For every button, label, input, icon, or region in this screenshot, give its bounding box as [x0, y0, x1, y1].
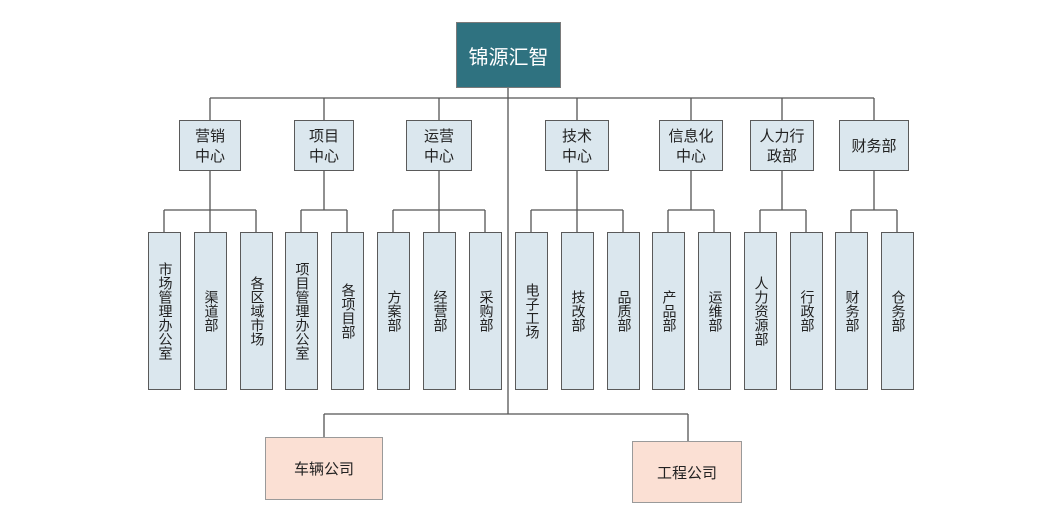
dept-label: 技改部	[569, 290, 586, 332]
dept-tech-improvement: 技改部	[561, 232, 594, 390]
center-marketing: 营销 中心	[179, 120, 241, 171]
dept-product: 产品部	[652, 232, 685, 390]
center-label: 运营 中心	[423, 126, 454, 165]
root-node: 锦源汇智	[456, 22, 561, 88]
center-label: 项目 中心	[308, 126, 339, 165]
center-label: 营销 中心	[194, 126, 225, 165]
dept-label: 财务部	[843, 290, 860, 332]
dept-label: 品质部	[615, 290, 632, 332]
center-label: 信息化 中心	[668, 126, 714, 165]
root-label: 锦源汇智	[468, 44, 549, 69]
dept-regional-markets: 各区域市场	[240, 232, 273, 390]
dept-channel: 渠道部	[194, 232, 227, 390]
dept-business: 经营部	[423, 232, 456, 390]
dept-label: 仓务部	[889, 290, 906, 332]
dept-administration: 行政部	[790, 232, 823, 390]
center-project: 项目 中心	[294, 120, 354, 171]
dept-label: 产品部	[660, 290, 677, 332]
dept-label: 各区域市场	[248, 276, 265, 346]
center-operations: 运营 中心	[406, 120, 472, 171]
company-vehicle: 车辆公司	[265, 437, 383, 500]
dept-electronics-factory: 电子工场	[515, 232, 548, 390]
dept-label: 方案部	[385, 290, 402, 332]
dept-purchasing: 采购部	[469, 232, 502, 390]
center-information: 信息化 中心	[659, 120, 723, 171]
dept-label: 采购部	[477, 290, 494, 332]
dept-project-office: 项目管理办公室	[285, 232, 318, 390]
center-label: 技术 中心	[561, 126, 592, 165]
dept-operations-maintenance: 运维部	[698, 232, 731, 390]
dept-label: 渠道部	[202, 290, 219, 332]
dept-label: 各项目部	[339, 283, 356, 339]
dept-label: 经营部	[431, 290, 448, 332]
dept-label: 人力资源部	[752, 276, 769, 346]
company-engineering: 工程公司	[632, 441, 742, 503]
dept-label: 运维部	[706, 290, 723, 332]
dept-human-resources: 人力资源部	[744, 232, 777, 390]
dept-planning: 方案部	[377, 232, 410, 390]
company-label: 车辆公司	[293, 460, 354, 478]
dept-label: 电子工场	[523, 283, 540, 339]
center-technology: 技术 中心	[545, 120, 609, 171]
dept-quality: 品质部	[607, 232, 640, 390]
dept-project-units: 各项目部	[331, 232, 364, 390]
dept-warehouse: 仓务部	[881, 232, 914, 390]
dept-label: 项目管理办公室	[293, 262, 310, 360]
center-hr-admin: 人力行 政部	[750, 120, 814, 171]
company-label: 工程公司	[656, 463, 717, 482]
center-finance: 财务部	[839, 120, 909, 171]
dept-finance: 财务部	[835, 232, 868, 390]
center-label: 财务部	[851, 136, 897, 155]
center-label: 人力行 政部	[759, 126, 805, 165]
dept-label: 市场管理办公室	[156, 262, 173, 360]
dept-market-office: 市场管理办公室	[148, 232, 181, 390]
dept-label: 行政部	[798, 290, 815, 332]
